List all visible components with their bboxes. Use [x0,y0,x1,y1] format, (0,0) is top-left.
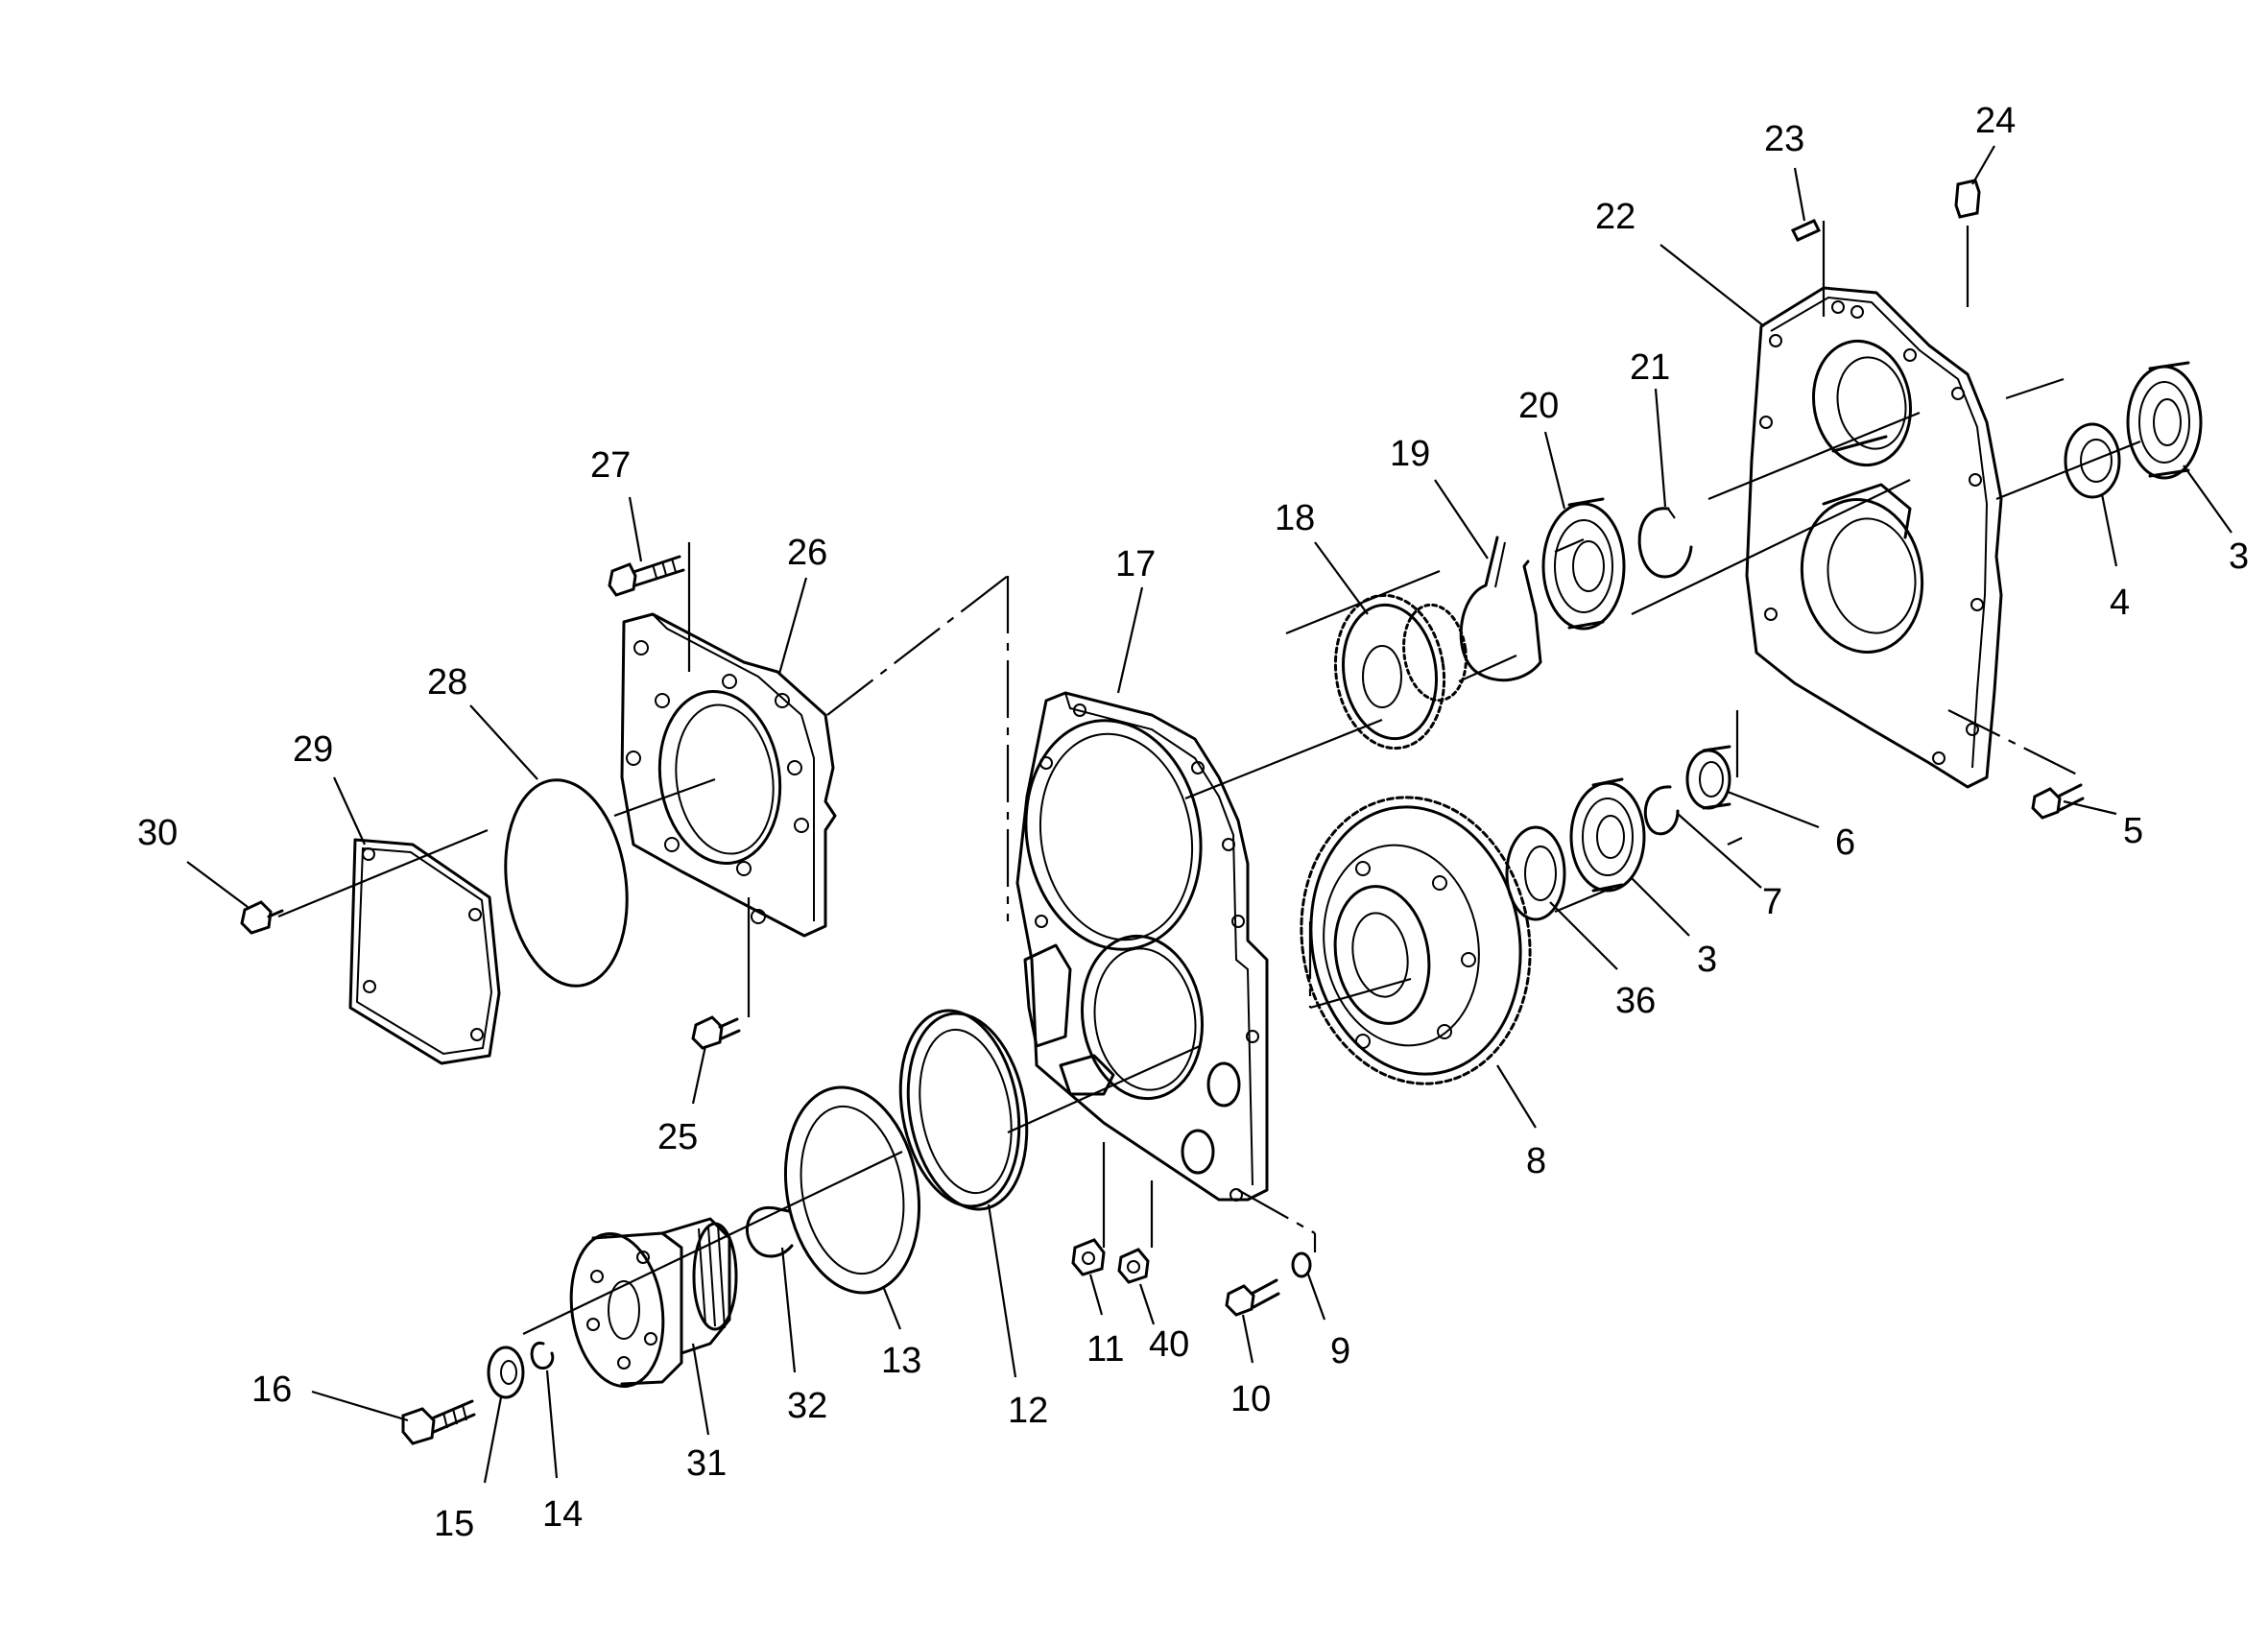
part-8-large-gear [1300,796,1532,1085]
leader-lines [186,145,2232,1484]
callout-9: 9 [1330,1331,1350,1371]
part-18-pinion-gear [1333,593,1468,751]
callout-26: 26 [787,533,827,573]
callout-15: 15 [434,1504,474,1544]
part-30-screw [240,900,284,935]
callout-17: 17 [1115,544,1156,584]
part-22-gear-housing [1745,286,2003,789]
part-40-plug [1117,1248,1150,1284]
part-6-bushing [1685,745,1731,810]
part-26-adapter-flange [620,612,837,938]
callout-14: 14 [542,1494,583,1535]
callout-27: 27 [590,445,631,486]
part-10-bolt [1225,1278,1280,1317]
part-3-bearing-upper [2126,361,2203,480]
part-4-seal [2064,422,2121,499]
part-28-o-ring [504,778,629,988]
part-29-cover-plate [348,838,501,1065]
part-7-circlip [1643,785,1680,836]
callout-7: 7 [1762,882,1782,922]
part-19-spring-clip [1459,536,1542,682]
assembly-axes [277,221,2141,1335]
callout-20: 20 [1518,386,1559,426]
part-20-bearing [1541,497,1626,631]
callout-12: 12 [1008,1391,1048,1431]
part-9-washer [1291,1251,1312,1278]
part-13-seal-ring [783,1085,921,1295]
part-11-nut [1071,1238,1106,1276]
callout-29: 29 [293,729,333,770]
part-31-drive-hub [569,1217,738,1388]
callout-25: 25 [657,1117,698,1157]
callout-4: 4 [2110,583,2130,623]
callout-24: 24 [1975,101,2016,141]
part-16-bolt [401,1399,476,1445]
callout-labels: 3 3 4 5 6 7 8 9 10 11 12 13 14 15 16 17 … [137,101,2249,1544]
callout-23: 23 [1764,119,1804,159]
callout-16: 16 [251,1370,292,1410]
callout-30: 30 [137,813,178,853]
part-24-plug [1954,179,1981,219]
callout-6: 6 [1835,822,1855,863]
part-27-bolt [608,555,685,597]
callout-13: 13 [881,1341,921,1381]
callout-3-upper: 3 [2229,536,2249,577]
part-36-spacer [1505,825,1566,921]
part-21-snap-ring [1637,507,1693,579]
callout-40: 40 [1149,1324,1189,1365]
callout-10: 10 [1230,1379,1271,1419]
callout-8: 8 [1526,1141,1546,1181]
callout-18: 18 [1275,498,1315,538]
part-12-seal-ring [898,1009,1029,1211]
part-32-snap-ring [745,1205,794,1258]
part-23-dowel-pin [1790,219,1822,242]
callout-36: 36 [1615,981,1656,1021]
part-25-screw [691,1015,741,1050]
part-5-screw [2031,783,2085,820]
part-15-washer [487,1346,525,1399]
callout-5: 5 [2123,811,2143,851]
part-14-ring [530,1341,555,1370]
callout-32: 32 [787,1386,827,1426]
callout-31: 31 [686,1443,727,1484]
callout-19: 19 [1390,434,1430,474]
callout-11: 11 [1086,1329,1124,1370]
part-17-housing-plate [1015,691,1269,1202]
callout-3-lower: 3 [1697,940,1717,980]
part-3-bearing-lower [1569,777,1646,893]
callout-21: 21 [1630,347,1670,388]
callout-28: 28 [427,662,467,703]
callout-22: 22 [1595,197,1635,237]
